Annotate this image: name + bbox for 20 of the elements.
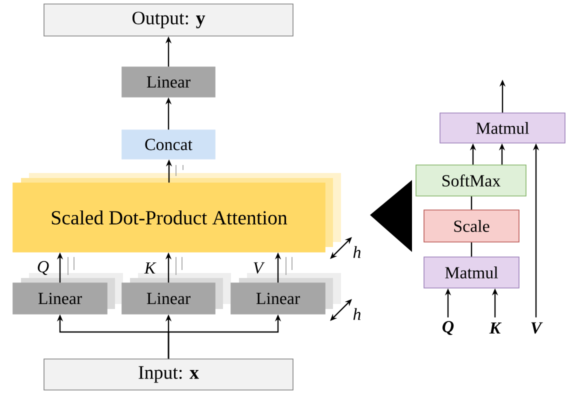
variable-label: Q bbox=[38, 261, 49, 275]
attention-box: Scaled Dot-Product Attention bbox=[12, 182, 326, 252]
process-box: SoftMax bbox=[416, 164, 526, 196]
input-symbol: V bbox=[531, 322, 543, 334]
process-box: Output: y bbox=[44, 4, 294, 36]
variable-label: V bbox=[254, 262, 265, 274]
process-box: Linear bbox=[122, 66, 216, 98]
input-symbol: Q bbox=[442, 321, 454, 335]
process-box: Input: x bbox=[44, 358, 294, 390]
variable-label: h bbox=[353, 308, 361, 320]
variable-label: K bbox=[144, 262, 156, 274]
linear-box: Linear bbox=[122, 282, 216, 314]
process-box: Matmul bbox=[424, 256, 520, 288]
variable-label: h bbox=[353, 246, 361, 258]
linear-box: Linear bbox=[230, 282, 326, 314]
process-box: Scale bbox=[424, 210, 520, 242]
process-box: Concat bbox=[122, 130, 216, 160]
process-box: Matmul bbox=[440, 112, 566, 144]
linear-box: Linear bbox=[12, 282, 108, 314]
input-symbol: K bbox=[489, 322, 502, 334]
